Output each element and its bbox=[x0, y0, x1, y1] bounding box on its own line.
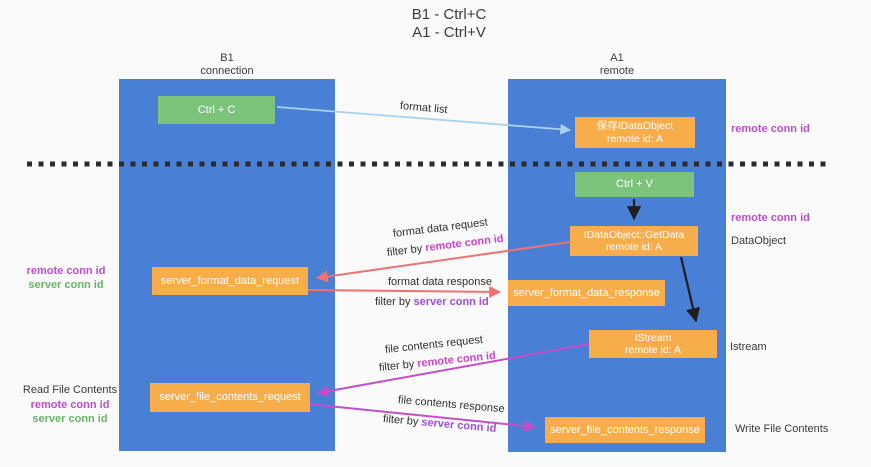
server-file-contents-response-box: server_file_contents_response bbox=[545, 417, 705, 443]
remote-conn-id-label: remote conn id bbox=[30, 398, 110, 411]
format-data-response-label: format data response bbox=[388, 276, 492, 288]
server-conn-id-label: server conn id bbox=[28, 279, 104, 291]
lane-role-connection: connection bbox=[200, 65, 254, 77]
filter-by-server-conn-id-label-1: filter by server conn id bbox=[375, 296, 489, 308]
save-idataobject-label: 保存IDataObject bbox=[596, 120, 674, 132]
save-idataobject-box: 保存IDataObject remote id: A bbox=[575, 117, 695, 148]
format-list-label: format list bbox=[399, 100, 449, 117]
lane-name-a1: A1 bbox=[610, 52, 624, 64]
filter-by-prefix: filter by bbox=[382, 413, 422, 429]
file-contents-response-label: file contents response bbox=[397, 394, 506, 416]
server-conn-id-label: server conn id bbox=[32, 413, 108, 425]
lane-header-b1: B1 connection bbox=[162, 52, 292, 78]
remote-conn-id-label: remote conn id bbox=[26, 265, 106, 277]
istream-side-label: Istream bbox=[730, 341, 767, 353]
server-format-data-response-label: server_format_data_response bbox=[513, 286, 660, 299]
remote-conn-id-label-mid-right: remote conn id bbox=[731, 212, 810, 224]
save-idataobject-remote-id: remote id: A bbox=[606, 132, 664, 145]
arrow-format-data-response bbox=[307, 285, 502, 298]
server-format-data-request-label: server_format_data_request bbox=[160, 274, 300, 287]
ctrl-c-box: Ctrl + C bbox=[158, 96, 275, 124]
remote-conn-id-highlight: remote conn id bbox=[424, 232, 505, 255]
remote-conn-id-label-top-right: remote conn id bbox=[731, 123, 810, 135]
server-file-contents-request-box: server_file_contents_request bbox=[150, 383, 310, 412]
ctrl-c-label: Ctrl + C bbox=[197, 103, 236, 116]
lane-name-b1: B1 bbox=[220, 52, 234, 64]
server-file-contents-request-label: server_file_contents_request bbox=[159, 391, 301, 403]
istream-box: IStream remote id: A bbox=[589, 330, 717, 358]
filter-by-prefix: filter by bbox=[375, 296, 414, 308]
left-conn-id-labels: remote conn id server conn id bbox=[16, 264, 116, 292]
server-format-data-response-box: server_format_data_response bbox=[508, 280, 665, 306]
dataobject-label: DataObject bbox=[731, 235, 787, 247]
read-file-contents-labels: Read File Contents remote conn id server… bbox=[14, 383, 126, 427]
istream-remote-id: remote id: A bbox=[624, 344, 682, 356]
server-conn-id-highlight: server conn id bbox=[420, 416, 497, 435]
diagram-title: B1 - Ctrl+C A1 - Ctrl+V bbox=[299, 6, 599, 42]
idataobject-getdata-box: IDataObject::GetData remote id: A bbox=[570, 226, 698, 256]
filter-by-prefix: filter by bbox=[386, 242, 426, 259]
ctrl-v-label: Ctrl + V bbox=[616, 178, 653, 190]
remote-conn-id-highlight: remote conn id bbox=[416, 349, 497, 370]
filter-by-server-conn-id-label-2: filter by server conn id bbox=[382, 413, 496, 435]
istream-label: IStream bbox=[634, 331, 672, 344]
server-file-contents-response-label: server_file_contents_response bbox=[550, 423, 700, 436]
getdata-remote-id: remote id: A bbox=[605, 241, 663, 253]
filter-by-prefix: filter by bbox=[378, 358, 418, 374]
server-conn-id-highlight: server conn id bbox=[413, 296, 489, 308]
read-file-contents-label: Read File Contents bbox=[22, 384, 118, 396]
title-line-1: B1 - Ctrl+C bbox=[411, 6, 487, 23]
server-format-data-request-box: server_format_data_request bbox=[152, 267, 308, 295]
lane-role-remote: remote bbox=[599, 65, 635, 77]
getdata-label: IDataObject::GetData bbox=[583, 228, 685, 241]
lane-header-a1: A1 remote bbox=[552, 52, 682, 78]
ctrl-v-box: Ctrl + V bbox=[575, 172, 694, 197]
title-line-2: A1 - Ctrl+V bbox=[412, 24, 486, 41]
write-file-contents-label: Write File Contents bbox=[735, 423, 829, 435]
